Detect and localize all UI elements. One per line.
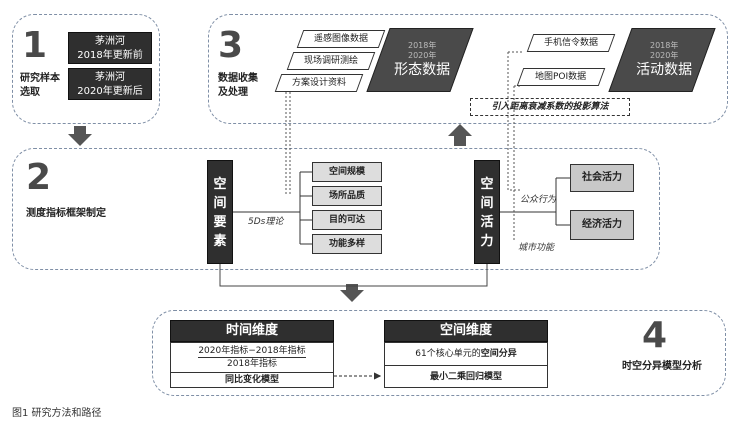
morph-item-field-survey: 现场调研测绘 — [286, 52, 376, 70]
act-item-mobile-signal: 手机信令数据 — [526, 34, 616, 52]
panel-sample-selection — [12, 14, 160, 124]
time-formula-numerator: 2020年指标−2018年指标 — [198, 346, 306, 358]
arrow-1-to-2 — [68, 126, 92, 146]
arrow-2-to-4 — [340, 284, 364, 302]
spatial-vitality-text: 空间活力 — [480, 177, 494, 249]
space-line1: 61个核心单元的空间分异 — [385, 343, 547, 366]
panel-data-collection — [208, 14, 728, 124]
space-dimension-body: 61个核心单元的空间分异 最小二乘回归模型 — [384, 342, 548, 388]
act-year-1: 2018年 — [649, 41, 679, 50]
sample-2018-line2: 2018年更新前 — [77, 50, 143, 61]
act-item-poi: 地图POI数据 — [516, 68, 606, 86]
time-model-name: 同比变化模型 — [171, 372, 333, 387]
spatial-elements-box: 空间要素 — [207, 160, 233, 264]
sample-label-line2: 选取 — [20, 87, 40, 98]
sample-2020-line2: 2020年更新后 — [77, 86, 143, 97]
sample-2018-box: 茅洲河 2018年更新前 — [68, 32, 152, 64]
spatial-elements-text: 空间要素 — [213, 177, 227, 249]
morph-year-2: 2020年 — [407, 51, 437, 60]
model-label: 时空分异模型分析 — [622, 361, 702, 372]
morph-data-title: 形态数据 — [394, 62, 451, 78]
sample-2018-line1: 茅洲河 — [95, 36, 125, 47]
morph-item-design-docs: 方案设计资料 — [274, 74, 364, 92]
algorithm-box: 引入距离衰减系数的投影算法 — [470, 98, 630, 116]
algorithm-text: 引入距离衰减系数的投影算法 — [491, 102, 609, 112]
space-line1-bold: 空间分异 — [480, 349, 517, 359]
step-number-1: 1 — [22, 25, 48, 66]
act-data-title: 活动数据 — [636, 62, 693, 78]
theory-label: 5Ds理论 — [248, 217, 284, 227]
category-place-quality: 场所品质 — [312, 186, 382, 206]
data-label-line1: 数据收集 — [218, 73, 258, 84]
panel-model-analysis — [152, 310, 726, 396]
morph-item-remote-sensing: 遥感图像数据 — [296, 30, 386, 48]
time-formula-denominator: 2018年指标 — [227, 359, 277, 369]
space-line1-pre: 61个核心单元的 — [415, 349, 481, 359]
sample-label-line1: 研究样本 — [20, 73, 60, 84]
time-dimension-header: 时间维度 — [170, 320, 334, 342]
spatial-vitality-box: 空间活力 — [474, 160, 500, 264]
act-year-2: 2020年 — [649, 51, 679, 60]
category-function-diversity: 功能多样 — [312, 234, 382, 254]
space-dimension-header: 空间维度 — [384, 320, 548, 342]
figure-caption: 图1 研究方法和路径 — [12, 408, 102, 419]
data-label-line2: 及处理 — [218, 87, 248, 98]
step-number-3: 3 — [218, 25, 244, 66]
morph-year-1: 2018年 — [407, 41, 437, 50]
social-vitality-box: 社会活力 — [570, 164, 634, 192]
branch-urban-function: 城市功能 — [518, 243, 555, 253]
step-number-4: 4 — [642, 315, 668, 356]
category-space-scale: 空间规模 — [312, 162, 382, 182]
step-number-2: 2 — [26, 157, 52, 198]
arrow-2-to-3 — [448, 124, 472, 146]
sample-2020-line1: 茅洲河 — [95, 72, 125, 83]
framework-label: 测度指标框架制定 — [26, 208, 106, 219]
economic-vitality-box: 经济活力 — [570, 210, 634, 240]
time-dimension-body: 2020年指标−2018年指标 2018年指标 同比变化模型 — [170, 342, 334, 388]
sample-2020-box: 茅洲河 2020年更新后 — [68, 68, 152, 100]
branch-public-behavior: 公众行为 — [520, 195, 557, 205]
space-model-name: 最小二乘回归模型 — [429, 372, 502, 382]
category-destination-access: 目的可达 — [312, 210, 382, 230]
